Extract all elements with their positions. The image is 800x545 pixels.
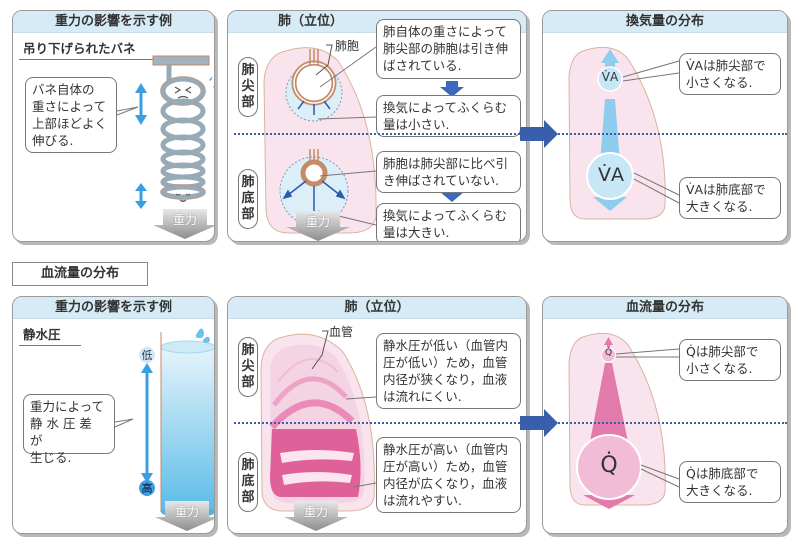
apex-inflation-callout: 換気によってふくらむ 量は小さい. bbox=[376, 95, 521, 137]
vessel-label: 血管 bbox=[329, 325, 354, 339]
bloodflow-distribution-illustration bbox=[568, 332, 680, 509]
spring-subtitle: 吊り下げられたバネ bbox=[19, 38, 154, 60]
gravity-label: 重力 bbox=[174, 505, 199, 519]
blood-vessel-base-icon bbox=[270, 429, 361, 497]
down-arrow-icon bbox=[286, 211, 350, 241]
panel-title: 重力の影響を示す例 bbox=[13, 297, 214, 319]
apex-base-divider bbox=[234, 133, 524, 135]
small-q-circle bbox=[601, 347, 616, 363]
apex-base-divider bbox=[555, 133, 787, 135]
panel-title: 重力の影響を示す例 bbox=[13, 11, 214, 33]
down-arrow-icon bbox=[284, 501, 348, 531]
water-column-illustration bbox=[114, 328, 214, 518]
large-q-circle bbox=[576, 434, 642, 500]
spring-example-panel: 重力の影響を示す例 吊り下げられたバネ バネ自体の 重さによって 上部ほどよく … bbox=[12, 10, 215, 242]
lung-alveoli-illustration bbox=[263, 44, 464, 234]
base-inflation-callout: 換気によってふくらむ 量は大きい. bbox=[376, 203, 521, 241]
hydrostatic-subtitle: 静水圧 bbox=[19, 324, 81, 346]
lung-bloodflow-panel: 肺（立位） 肺 尖 部 肺 底 部 血管 静水圧が低い（血管内 圧が低い）ため，… bbox=[227, 296, 527, 534]
spring-ceiling bbox=[152, 55, 210, 66]
small-va-circle bbox=[597, 66, 623, 92]
high-pressure-badge bbox=[139, 480, 155, 496]
q-base-callout: Q̇は肺底部で 大きくなる. bbox=[679, 461, 781, 503]
spring-callout: バネ自体の 重さによって 上部ほどよく 伸びる. bbox=[25, 77, 117, 153]
va-symbol-large: V̇A bbox=[598, 164, 624, 186]
high-label: 高 bbox=[141, 482, 153, 495]
base-tag: 肺 底 部 bbox=[238, 452, 258, 512]
q-symbol-large: Q̇ bbox=[600, 453, 618, 478]
section-label-bloodflow: 血流量の分布 bbox=[12, 262, 148, 286]
large-va-circle bbox=[586, 152, 634, 200]
panel-title: 肺（立位） bbox=[228, 297, 526, 319]
gravity-label: 重力 bbox=[303, 505, 328, 519]
apex-base-divider bbox=[555, 422, 787, 424]
hydrostatic-callout: 重力によって 静 水 圧 差 が 生じる. bbox=[23, 394, 115, 465]
pressure-arrow-icon bbox=[141, 363, 153, 483]
panel-title: 換気量の分布 bbox=[543, 11, 787, 33]
callout-pointer bbox=[114, 418, 134, 428]
relaxed-face-icon bbox=[175, 193, 191, 203]
sweat-drop-icon bbox=[209, 76, 214, 88]
base-alveolus-icon bbox=[279, 149, 349, 226]
stretch-arrow-icon bbox=[135, 83, 147, 125]
va-apex-callout: V̇Aは肺尖部で 小さくなる. bbox=[679, 53, 781, 95]
apex-base-divider bbox=[234, 422, 524, 424]
compressed-arrow-icon bbox=[135, 183, 147, 209]
apex-vessel-callout: 静水圧が低い（血管内 圧が低い）ため，血管 内径が狭くなり，血液 は流れにくい. bbox=[376, 333, 521, 409]
lung-ventilation-panel: 肺（立位） 肺 尖 部 肺 底 部 bbox=[227, 10, 527, 242]
water-drop-icon bbox=[195, 328, 210, 343]
alveolus-label: 肺胞 bbox=[335, 39, 360, 53]
base-tag: 肺 底 部 bbox=[238, 169, 258, 229]
down-arrow-icon bbox=[440, 81, 464, 97]
hydrostatic-example-panel: 重力の影響を示す例 静水圧 重力によって 静 水 圧 差 が 生じる. 低 高 bbox=[12, 296, 215, 534]
down-arrow-icon bbox=[153, 209, 214, 239]
bloodflow-distribution-panel: 血流量の分布 Q̇ Q̇ Q̇は肺尖部で 小さくなる. Q̇は肺底部で 大きくな… bbox=[542, 296, 788, 534]
base-stretch-callout: 肺胞は肺尖部に比べ引 き伸ばされていない. bbox=[376, 151, 521, 193]
gravity-arrow: 重力 bbox=[153, 209, 214, 239]
q-apex-callout: Q̇は肺尖部で 小さくなる. bbox=[679, 339, 781, 381]
apex-alveolus-icon bbox=[285, 49, 343, 122]
base-vessel-callout: 静水圧が高い（血管内 圧が高い）ため，血管 内径が広くなり，血液 は流れやすい. bbox=[376, 437, 521, 513]
right-arrow-icon bbox=[520, 120, 558, 148]
gravity-label: 重力 bbox=[305, 215, 330, 229]
apex-tag: 肺 尖 部 bbox=[238, 57, 258, 117]
down-arrow-icon bbox=[155, 501, 214, 531]
q-symbol-small: Q̇ bbox=[604, 348, 613, 358]
spring-illustration bbox=[116, 55, 214, 209]
va-base-callout: V̇Aは肺底部で 大きくなる. bbox=[679, 177, 781, 219]
apex-tag: 肺 尖 部 bbox=[238, 337, 258, 397]
low-label: 低 bbox=[141, 349, 153, 362]
panel-title: 血流量の分布 bbox=[543, 297, 787, 319]
low-pressure-badge bbox=[139, 347, 155, 363]
gravity-arrow: 重力 bbox=[286, 211, 350, 241]
water-column bbox=[161, 347, 214, 512]
gravity-arrow: 重力 bbox=[155, 501, 214, 531]
strained-face-icon bbox=[174, 86, 192, 99]
spring-icon bbox=[160, 65, 206, 200]
va-symbol-small: V̇A bbox=[601, 70, 619, 84]
callout-pointer bbox=[116, 106, 139, 116]
bloodflow-gradient-arrow bbox=[583, 337, 635, 509]
ventilation-distribution-panel: 換気量の分布 V̇A V̇A V̇Aは肺尖部で 小さくなる. V̇Aは肺底部で … bbox=[542, 10, 788, 242]
right-arrow-icon bbox=[520, 409, 558, 437]
gravity-label: 重力 bbox=[172, 213, 197, 227]
apex-stretch-callout: 肺自体の重さによって 肺尖部の肺胞は引き伸 ばされている. bbox=[376, 19, 521, 79]
blood-vessel-icon bbox=[269, 358, 355, 430]
gravity-arrow: 重力 bbox=[284, 501, 348, 531]
